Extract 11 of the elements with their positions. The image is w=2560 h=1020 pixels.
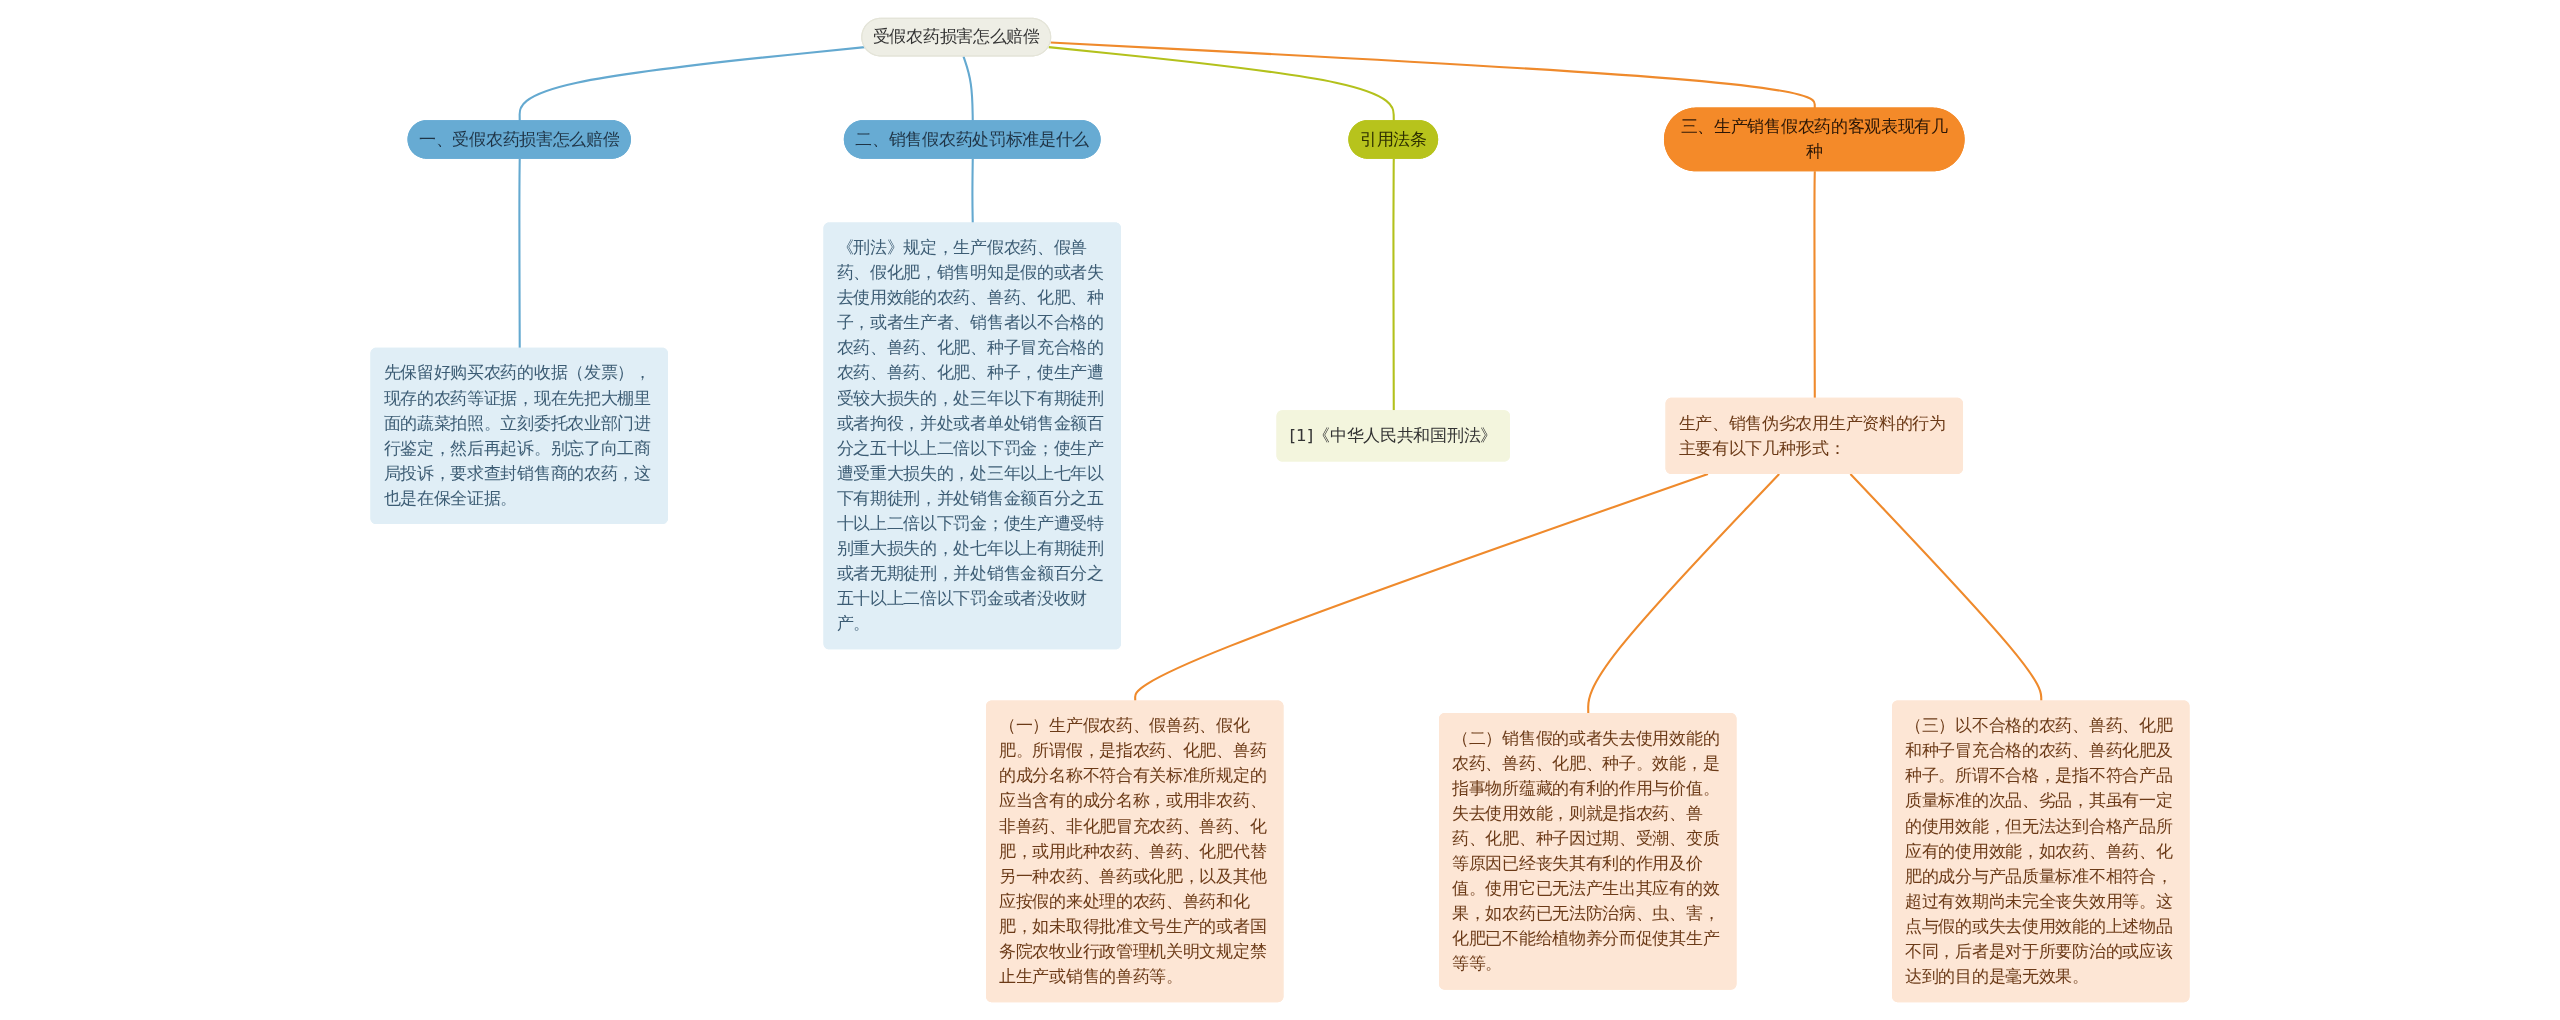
connector: [1050, 41, 1816, 109]
connector: [518, 158, 521, 349]
connector: [518, 46, 865, 122]
connector: [1392, 158, 1395, 412]
connector: [1813, 171, 1816, 399]
connector: [1849, 473, 2043, 702]
connector: [1048, 46, 1395, 122]
connector: [962, 56, 974, 122]
connector: [1587, 473, 1780, 715]
connector: [1134, 473, 1709, 702]
connector: [971, 158, 974, 224]
